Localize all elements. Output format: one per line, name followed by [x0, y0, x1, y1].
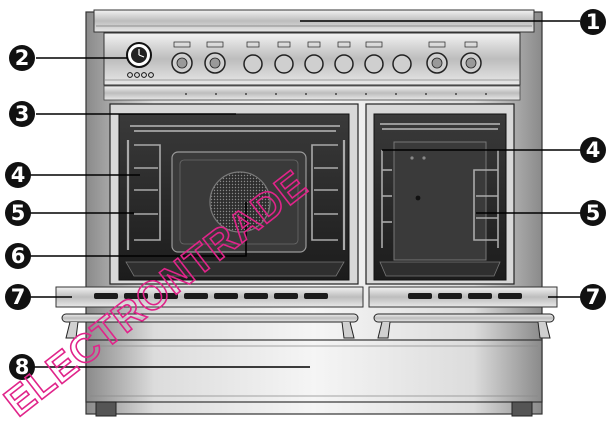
svg-text:6: 6 [11, 244, 26, 268]
knob-thermostat-left [172, 42, 192, 73]
svg-text:7: 7 [586, 285, 601, 309]
svg-text:2: 2 [15, 46, 30, 70]
storage-drawer [86, 340, 542, 402]
clock-icon [127, 43, 151, 67]
callout-1: 1 [580, 9, 606, 35]
knob-thermostat-right [427, 42, 447, 73]
knob-burner-5 [365, 42, 383, 73]
knob-burner-2 [275, 42, 293, 73]
control-panel [104, 33, 520, 85]
svg-text:1: 1 [586, 10, 601, 34]
auxiliary-oven-cavity [366, 104, 514, 284]
callout-2: 2 [9, 45, 35, 71]
callout-4-left: 4 [5, 162, 31, 188]
callout-5-left: 5 [5, 200, 31, 226]
svg-text:7: 7 [11, 285, 26, 309]
knob-function-left [205, 42, 225, 73]
svg-text:3: 3 [15, 102, 30, 126]
door-vent-left [56, 287, 363, 307]
callout-4-right: 4 [580, 137, 606, 163]
svg-text:4: 4 [586, 138, 601, 162]
callout-6: 6 [5, 243, 31, 269]
door-vent-right [369, 287, 557, 307]
svg-text:5: 5 [11, 201, 26, 225]
callout-3: 3 [9, 101, 35, 127]
trim-strip [104, 86, 520, 100]
knob-burner-1 [244, 42, 262, 73]
callout-7-right: 7 [580, 284, 606, 310]
knob-burner-4 [335, 42, 353, 73]
svg-text:5: 5 [586, 201, 601, 225]
callout-5-right: 5 [580, 200, 606, 226]
knob-burner-6 [393, 55, 411, 73]
knob-burner-3 [305, 42, 323, 73]
callout-7-left: 7 [5, 284, 31, 310]
svg-text:4: 4 [11, 163, 26, 187]
aux-back-panel [394, 142, 486, 260]
